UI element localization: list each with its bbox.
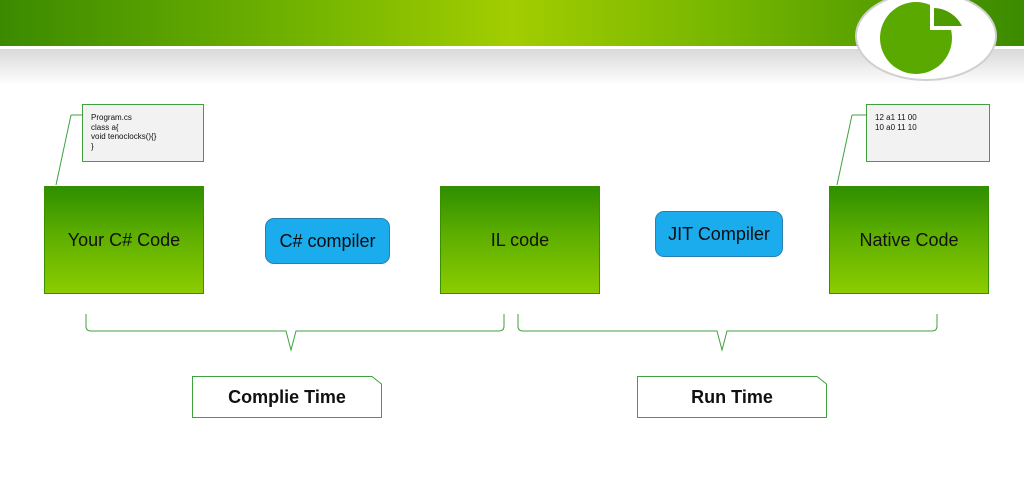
source-callout-line	[55, 114, 72, 186]
compile-time-label: Complie Time	[228, 386, 346, 407]
jit-compiler-box: JIT Compiler	[655, 211, 783, 257]
jit-compiler-label: JIT Compiler	[668, 223, 770, 244]
pie-chart-logo-icon	[848, 0, 998, 90]
csharp-code-box: Your C# Code	[44, 186, 204, 294]
run-time-bracket	[517, 314, 938, 352]
note-line: class a{	[91, 122, 119, 132]
header-divider	[0, 46, 1024, 49]
csharp-compiler-box: C# compiler	[265, 218, 390, 264]
native-code-label: Native Code	[859, 229, 959, 250]
compile-time-bracket	[85, 314, 505, 352]
note-line: void tenoclocks(){}	[91, 132, 157, 141]
note-line: 10 a0 11 10	[875, 122, 917, 132]
note-line: Program.cs	[91, 113, 132, 122]
note-line: 12 a1 11 00	[875, 113, 917, 122]
native-callout-line	[836, 114, 853, 186]
compile-time-label-box: Complie Time	[192, 376, 382, 418]
native-code-box: Native Code	[829, 186, 989, 294]
native-code-note: 12 a1 11 00 10 a0 11 10	[866, 104, 990, 162]
header-bar	[0, 0, 1024, 46]
run-time-label-box: Run Time	[637, 376, 827, 418]
il-code-label: IL code	[490, 229, 550, 250]
csharp-compiler-label: C# compiler	[279, 230, 376, 251]
csharp-code-label: Your C# Code	[67, 229, 181, 250]
run-time-label: Run Time	[691, 386, 773, 407]
source-code-note: Program.cs class a{ void tenoclocks(){} …	[82, 104, 204, 162]
note-line: }	[91, 141, 94, 151]
il-code-box: IL code	[440, 186, 600, 294]
header-shadow	[0, 49, 1024, 85]
